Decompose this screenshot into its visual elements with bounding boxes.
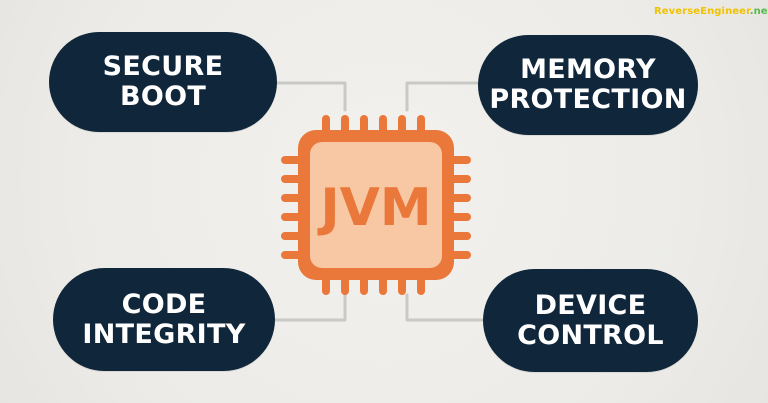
device-control-line-2: CONTROL [517, 319, 664, 351]
device-control-label: DEVICE CONTROL [517, 291, 664, 350]
watermark: ReverseEngineer.net [654, 6, 768, 17]
secure-boot-line-1: SECURE [102, 51, 224, 83]
code-integrity-pill: CODE INTEGRITY [53, 268, 275, 371]
watermark-tld: .net [749, 6, 768, 17]
device-control-line-1: DEVICE [534, 289, 647, 321]
code-integrity-label: CODE INTEGRITY [82, 290, 245, 349]
secure-boot-pill: SECURE BOOT [49, 32, 277, 132]
jvm-chip: JVM [281, 115, 471, 295]
secure-boot-label: SECURE BOOT [103, 52, 224, 111]
memory-protection-label: MEMORY PROTECTION [489, 55, 686, 114]
connector-bottom-left [273, 293, 347, 322]
secure-boot-line-2: BOOT [119, 81, 207, 112]
connector-top-left [275, 81, 347, 112]
jvm-label: JVM [317, 178, 431, 238]
memory-protection-line-1: MEMORY [520, 54, 656, 86]
code-integrity-line-1: CODE [121, 288, 207, 320]
chip-body-inner [310, 142, 442, 268]
connector-bottom-right [405, 293, 485, 322]
code-integrity-line-2: INTEGRITY [82, 318, 246, 350]
memory-protection-line-2: PROTECTION [489, 84, 687, 115]
connector-top-right [405, 81, 480, 112]
device-control-pill: DEVICE CONTROL [483, 269, 698, 372]
watermark-name: ReverseEngineer [654, 6, 750, 17]
memory-protection-pill: MEMORY PROTECTION [478, 35, 698, 135]
